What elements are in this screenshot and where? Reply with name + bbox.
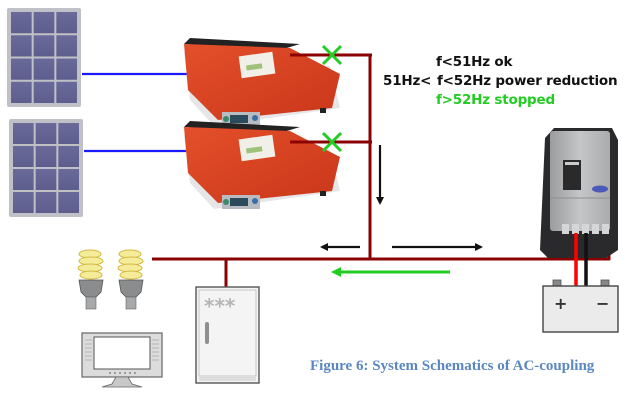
grid-inverter-2 [184, 121, 340, 209]
battery-inverter-charger [540, 128, 618, 258]
pv-cell [11, 12, 32, 34]
freq-annotation-ok: f<51Hz ok [436, 54, 513, 70]
pv-cell [11, 35, 32, 57]
pv-cell [58, 123, 79, 144]
pv-cell [13, 169, 34, 190]
pv-cell [33, 35, 55, 57]
pv-cell [56, 35, 77, 57]
tv-monitor [81, 332, 163, 388]
refrigerator: *** [195, 286, 260, 384]
pv-cell [11, 81, 32, 103]
pv-cell [56, 12, 77, 34]
pv-cell [33, 58, 55, 80]
pv-cell [33, 12, 55, 34]
light-bulb-1 [77, 249, 104, 310]
pv-cell [13, 192, 34, 213]
pv-cell [11, 58, 32, 80]
pv-cell [35, 123, 57, 144]
freq-annotation-reduction: f<52Hz power reduction [437, 73, 618, 89]
pv-cells [11, 12, 77, 103]
pv-cell [33, 81, 55, 103]
battery-plus-label: + [554, 294, 567, 313]
light-bulb-2 [117, 249, 144, 310]
pv-cell [35, 192, 57, 213]
pv-cell [13, 146, 34, 167]
stop-mark-inverter-1 [321, 44, 343, 66]
pv-cells [13, 123, 79, 213]
pv-panel-2 [9, 119, 83, 217]
pv-panel-1 [7, 8, 81, 107]
grid-inverter-1 [184, 38, 340, 126]
freq-annotation-stopped: f>52Hz stopped [436, 92, 555, 108]
pv-cell [58, 192, 79, 213]
freezer-stars: *** [204, 294, 236, 318]
pv-cell [35, 169, 57, 190]
pv-cell [56, 81, 77, 103]
battery-minus-label: − [596, 294, 609, 313]
pv-cell [13, 123, 34, 144]
pv-cell [56, 58, 77, 80]
stop-mark-inverter-2 [321, 131, 343, 153]
battery: + − [542, 279, 619, 333]
pv-cell [58, 169, 79, 190]
pv-cell [58, 146, 79, 167]
freq-annotation-reduction-prefix: 51Hz< [383, 73, 432, 89]
pv-cell [35, 146, 57, 167]
figure-caption: Figure 6: System Schematics of AC-coupli… [310, 358, 595, 374]
